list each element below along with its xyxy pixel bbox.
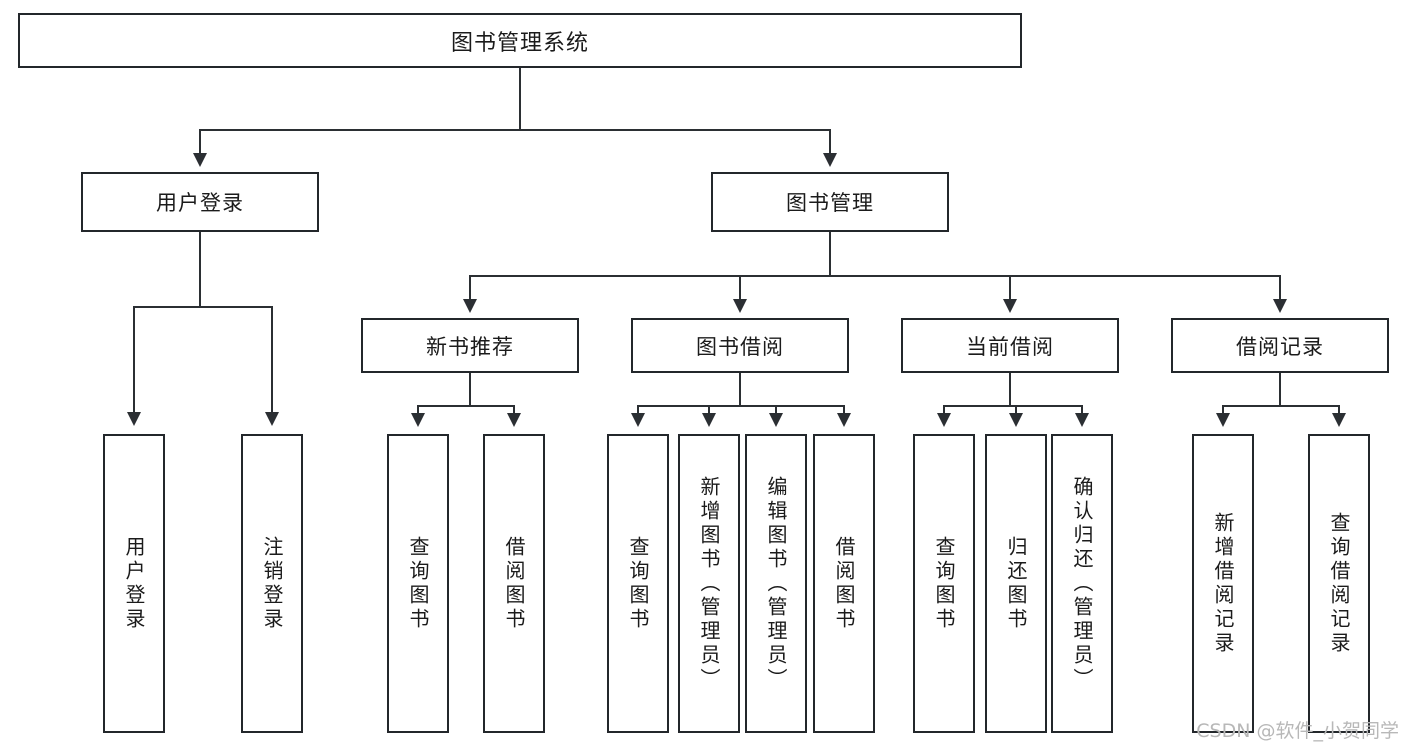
connector-nbr-bus xyxy=(417,405,513,407)
connector-bm-drop-2 xyxy=(739,275,741,301)
leaf-label: 新增图书（管理员） xyxy=(697,475,721,692)
node-root-title[interactable]: 图书管理系统 xyxy=(18,13,1022,68)
leaf-label: 查询图书 xyxy=(932,535,956,632)
node-leaf-borrow-book[interactable]: 借阅图书 xyxy=(813,434,875,733)
connector-br-bus xyxy=(1222,405,1338,407)
arrow-to-leaf-borrow-book-new xyxy=(507,413,521,427)
node-leaf-edit-book-admin[interactable]: 编辑图书（管理员） xyxy=(745,434,807,733)
arrow-to-leaf-add-borrow-record xyxy=(1216,413,1230,427)
connector-book-management-stem xyxy=(829,232,831,276)
arrow-to-leaf-user-logout xyxy=(265,412,279,426)
leaf-label: 借阅图书 xyxy=(832,535,856,632)
connector-nbr-stem xyxy=(469,373,471,406)
leaf-label: 注销登录 xyxy=(260,535,284,632)
leaf-label: 用户登录 xyxy=(122,535,146,632)
arrow-to-leaf-query-book-borrow xyxy=(631,413,645,427)
node-book-management[interactable]: 图书管理 xyxy=(711,172,949,232)
leaf-label: 借阅图书 xyxy=(502,535,526,632)
node-leaf-return-book[interactable]: 归还图书 xyxy=(985,434,1047,733)
connector-bb-drop-3 xyxy=(775,405,777,415)
node-user-login[interactable]: 用户登录 xyxy=(81,172,319,232)
connector-cb-drop-1 xyxy=(943,405,945,415)
connector-cb-bus xyxy=(943,405,1082,407)
leaf-label: 查询图书 xyxy=(626,535,650,632)
leaf-label: 编辑图书（管理员） xyxy=(764,475,788,692)
node-leaf-query-book-borrow[interactable]: 查询图书 xyxy=(607,434,669,733)
arrow-to-leaf-confirm-return-admin xyxy=(1075,413,1089,427)
arrow-to-borrow-record xyxy=(1273,299,1287,313)
arrow-to-new-book-recommend xyxy=(463,299,477,313)
node-leaf-borrow-book-new[interactable]: 借阅图书 xyxy=(483,434,545,733)
connector-user-login-drop-1 xyxy=(133,306,135,414)
connector-bb-bus xyxy=(637,405,844,407)
connector-book-management-bus xyxy=(469,275,1280,277)
node-borrow-record[interactable]: 借阅记录 xyxy=(1171,318,1389,373)
connector-user-login-drop-2 xyxy=(271,306,273,414)
connector-bb-drop-1 xyxy=(637,405,639,415)
connector-root-bus xyxy=(199,129,831,131)
connector-cb-drop-2 xyxy=(1015,405,1017,415)
leaf-label: 确认归还（管理员） xyxy=(1070,475,1094,692)
arrow-to-leaf-user-login xyxy=(127,412,141,426)
connector-bm-drop-3 xyxy=(1009,275,1011,301)
connector-user-login-bus xyxy=(133,306,271,308)
leaf-label: 查询借阅记录 xyxy=(1327,511,1351,656)
leaf-label: 归还图书 xyxy=(1004,535,1028,632)
connector-bm-drop-4 xyxy=(1279,275,1281,301)
csdn-watermark: CSDN @软件_小贺同学 xyxy=(1196,720,1399,742)
arrow-to-book-borrow xyxy=(733,299,747,313)
arrow-to-leaf-borrow-book xyxy=(837,413,851,427)
connector-nbr-drop-2 xyxy=(513,405,515,415)
connector-root-drop-left xyxy=(199,129,201,155)
arrow-to-leaf-query-book-new xyxy=(411,413,425,427)
connector-root-stem xyxy=(519,68,521,130)
node-leaf-user-login[interactable]: 用户登录 xyxy=(103,434,165,733)
connector-bm-drop-1 xyxy=(469,275,471,301)
node-leaf-confirm-return-admin[interactable]: 确认归还（管理员） xyxy=(1051,434,1113,733)
connector-bb-stem xyxy=(739,373,741,406)
node-leaf-query-book-current[interactable]: 查询图书 xyxy=(913,434,975,733)
arrow-to-user-login xyxy=(193,153,207,167)
connector-bb-drop-2 xyxy=(708,405,710,415)
connector-br-stem xyxy=(1279,373,1281,406)
node-leaf-add-book-admin[interactable]: 新增图书（管理员） xyxy=(678,434,740,733)
arrow-to-book-management xyxy=(823,153,837,167)
connector-nbr-drop-1 xyxy=(417,405,419,415)
connector-br-drop-1 xyxy=(1222,405,1224,415)
leaf-label: 查询图书 xyxy=(406,535,430,632)
node-leaf-query-borrow-record[interactable]: 查询借阅记录 xyxy=(1308,434,1370,733)
node-book-borrow[interactable]: 图书借阅 xyxy=(631,318,849,373)
leaf-label: 新增借阅记录 xyxy=(1211,511,1235,656)
arrow-to-current-borrow xyxy=(1003,299,1017,313)
connector-bb-drop-4 xyxy=(843,405,845,415)
node-new-book-recommend[interactable]: 新书推荐 xyxy=(361,318,579,373)
node-leaf-add-borrow-record[interactable]: 新增借阅记录 xyxy=(1192,434,1254,733)
arrow-to-leaf-query-borrow-record xyxy=(1332,413,1346,427)
node-current-borrow[interactable]: 当前借阅 xyxy=(901,318,1119,373)
connector-user-login-stem xyxy=(199,232,201,307)
arrow-to-leaf-add-book-admin xyxy=(702,413,716,427)
connector-cb-stem xyxy=(1009,373,1011,406)
node-leaf-user-logout[interactable]: 注销登录 xyxy=(241,434,303,733)
connector-cb-drop-3 xyxy=(1081,405,1083,415)
node-leaf-query-book-new[interactable]: 查询图书 xyxy=(387,434,449,733)
connector-br-drop-2 xyxy=(1338,405,1340,415)
arrow-to-leaf-edit-book-admin xyxy=(769,413,783,427)
arrow-to-leaf-query-book-current xyxy=(937,413,951,427)
connector-root-drop-right xyxy=(829,129,831,155)
arrow-to-leaf-return-book xyxy=(1009,413,1023,427)
